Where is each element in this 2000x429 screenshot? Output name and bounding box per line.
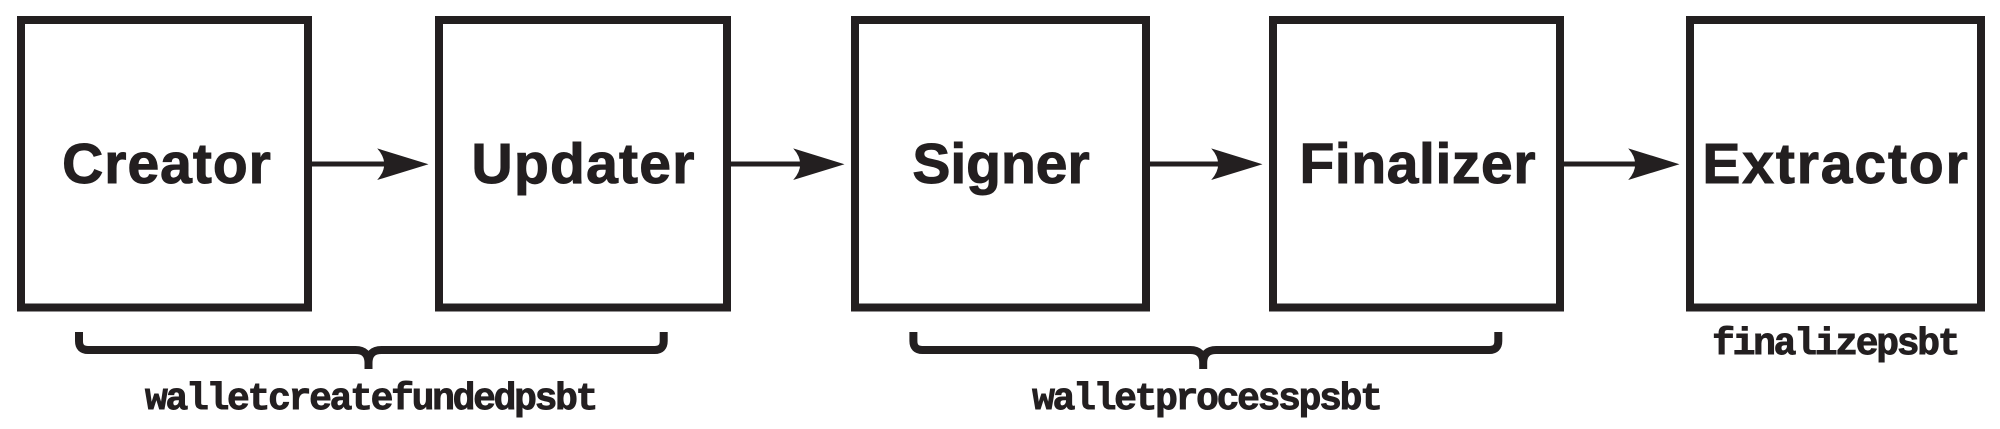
svg-text:Updater: Updater <box>472 132 696 196</box>
svg-text:Finalizer: Finalizer <box>1299 132 1536 196</box>
svg-text:Signer: Signer <box>912 132 1089 196</box>
svg-text:Creator: Creator <box>62 132 272 196</box>
svg-text:finalizepsbt: finalizepsbt <box>1712 323 1958 366</box>
svg-text:walletcreatefundedpsbt: walletcreatefundedpsbt <box>145 378 596 421</box>
svg-text:Extractor: Extractor <box>1702 132 1969 196</box>
svg-text:walletprocesspsbt: walletprocesspsbt <box>1032 378 1381 421</box>
